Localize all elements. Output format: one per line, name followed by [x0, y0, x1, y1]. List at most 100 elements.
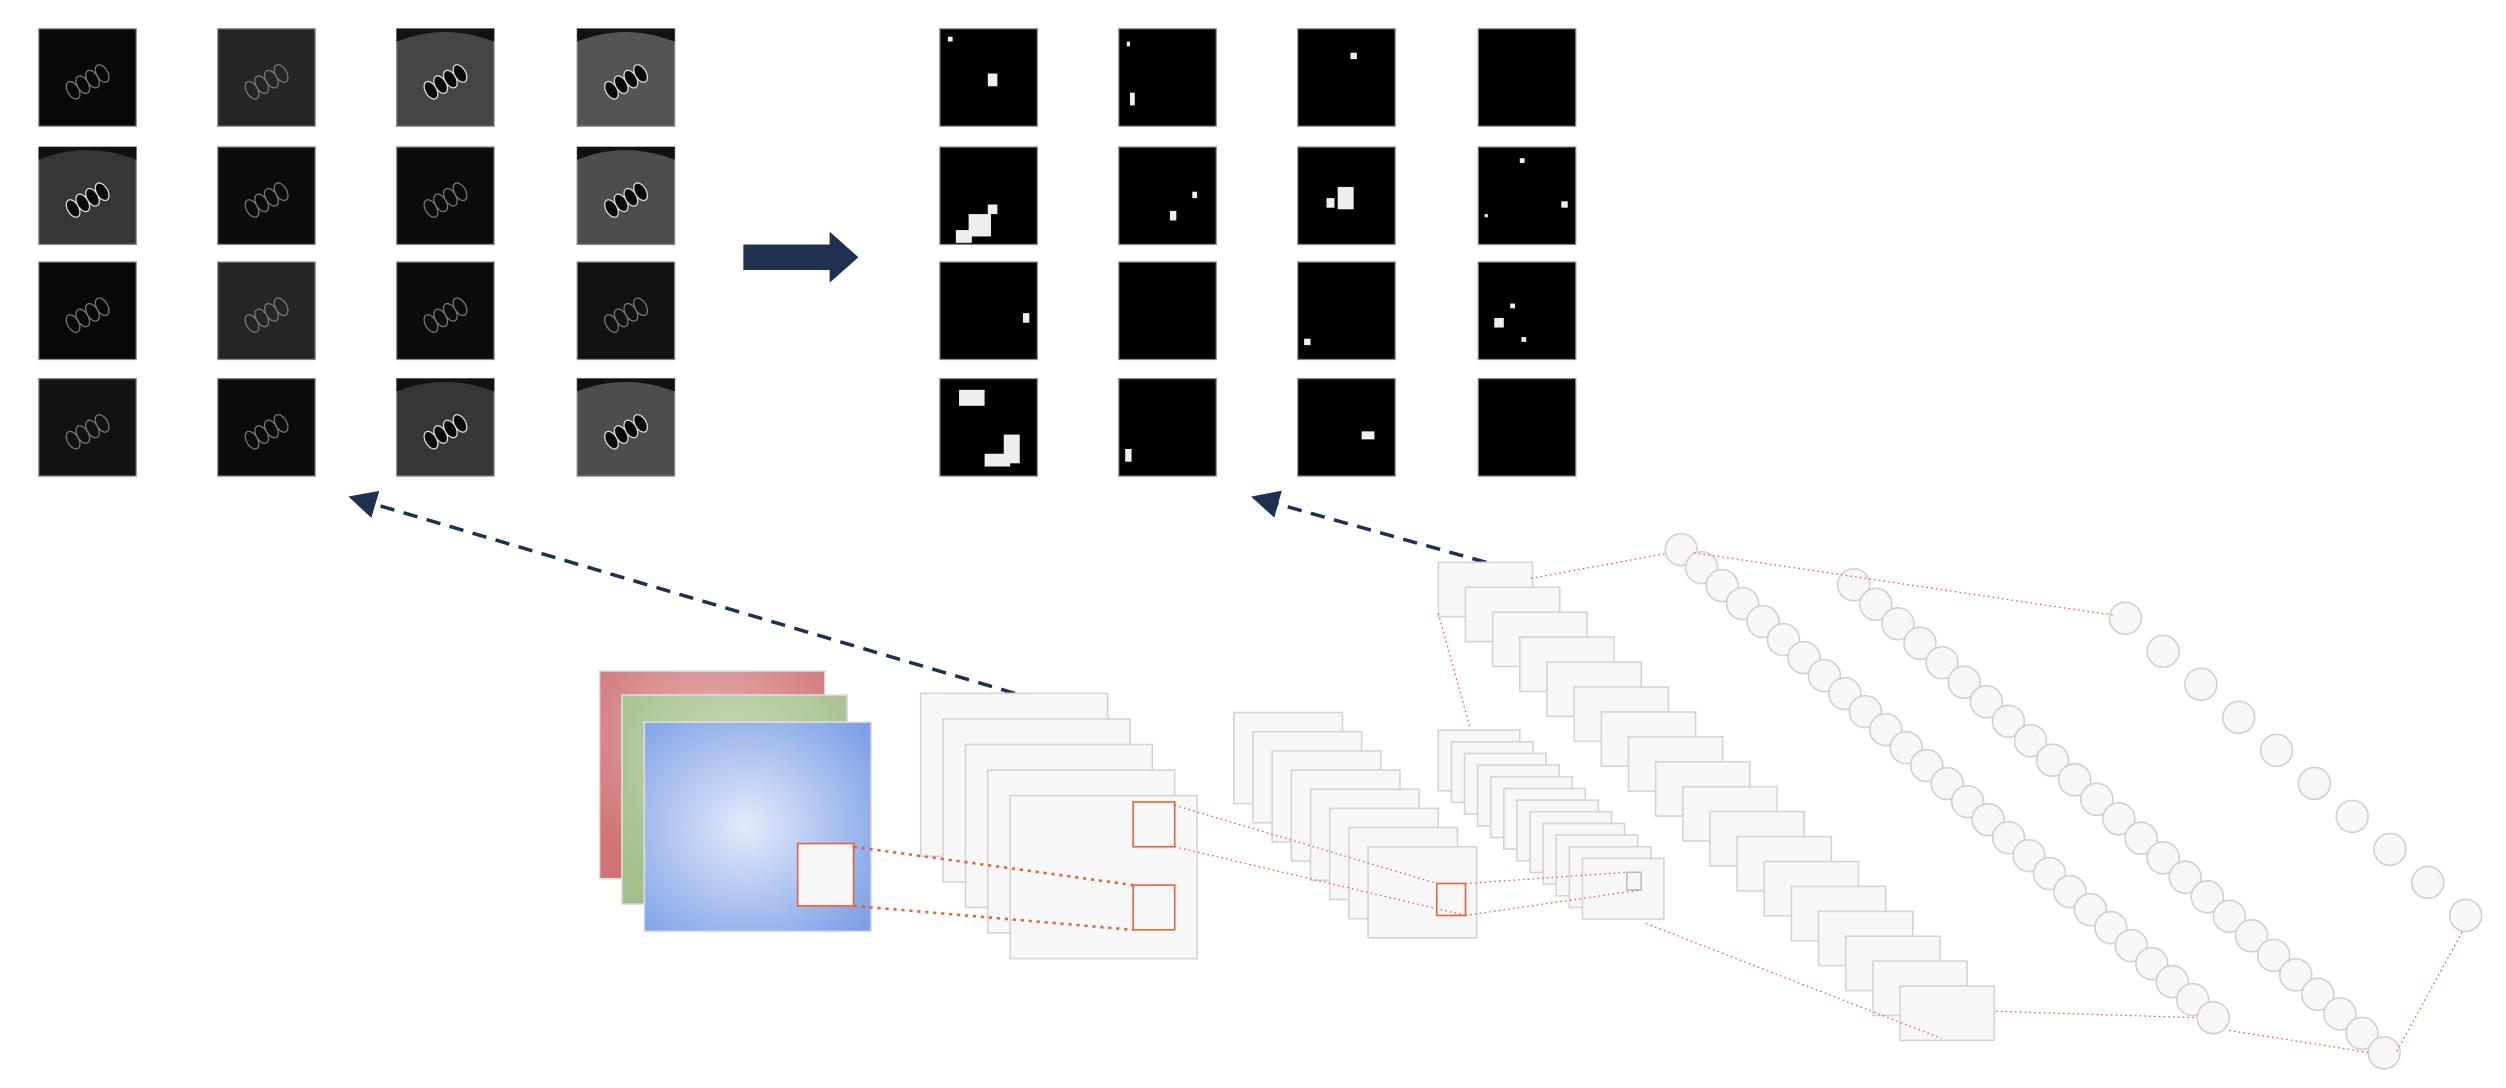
feature-map-tile	[1297, 378, 1396, 477]
feature-map-tile	[576, 261, 676, 361]
neuron	[2448, 898, 2483, 933]
neuron	[2221, 700, 2256, 735]
neuron	[2102, 802, 2136, 836]
fish-shape	[604, 64, 649, 100]
fish-shape	[65, 182, 110, 218]
fish-stripe	[273, 182, 289, 202]
neuron	[2373, 832, 2407, 867]
fish-shape	[65, 64, 110, 100]
feature-map-tile	[1297, 146, 1396, 246]
fish-shape	[244, 297, 289, 333]
fish-shape	[423, 297, 468, 333]
fish-stripe	[273, 297, 289, 317]
neuron	[2146, 634, 2180, 669]
network-layers	[598, 532, 2483, 1070]
neuron	[1903, 626, 1937, 661]
output-layer	[2108, 601, 2483, 933]
fish-shape	[604, 413, 649, 450]
fish-stripe	[633, 182, 649, 202]
neuron	[2335, 799, 2369, 834]
feature-map-background	[1297, 28, 1396, 127]
activation-spot	[959, 389, 985, 406]
connector-line	[1995, 1010, 2198, 1019]
neuron	[2234, 919, 2269, 953]
activation-spot	[947, 36, 953, 42]
fish-stripe	[633, 413, 649, 433]
neuron	[2146, 841, 2180, 875]
dashed-pointer-conv1	[348, 490, 1016, 696]
feature-map-arc	[396, 28, 495, 42]
feature-map-background	[576, 261, 676, 361]
neuron	[2301, 977, 2335, 1012]
dense-layer-1	[1664, 532, 2230, 1035]
neuron	[2345, 1016, 2379, 1051]
activation-spot	[1510, 303, 1516, 309]
feature-map-background	[1477, 28, 1577, 127]
fish-stripe	[94, 182, 110, 202]
neuron	[2297, 766, 2332, 801]
neuron	[2323, 997, 2357, 1031]
feature-map-tile	[1118, 146, 1217, 246]
feature-map-background	[1297, 261, 1396, 361]
neuron	[2259, 733, 2294, 768]
feature-map-background	[939, 261, 1038, 361]
feature-map-tile	[1297, 261, 1396, 361]
neuron	[1925, 645, 1959, 680]
neuron	[2013, 724, 2048, 758]
feature-map-tile	[217, 28, 316, 127]
activation-spot	[1337, 186, 1354, 210]
feature-map-tile	[396, 378, 495, 477]
neuron	[2256, 938, 2291, 973]
activation-spot	[1192, 191, 1198, 199]
conv3-layer	[1437, 561, 1996, 1042]
neuron	[2108, 601, 2143, 636]
feature-map-background	[1477, 146, 1577, 246]
connector-line	[1693, 552, 2113, 616]
feature-map-tile	[1477, 378, 1577, 477]
feature-map-tile	[1477, 261, 1577, 361]
receptive-field-pool2	[1626, 871, 1643, 891]
connector-line	[853, 904, 1134, 932]
feature-map-tile	[396, 261, 495, 361]
feature-map-tile	[217, 378, 316, 477]
feature-map-background	[217, 261, 316, 361]
fish-stripe	[94, 413, 110, 433]
feature-map-tile	[38, 146, 137, 246]
activation-spot	[1022, 313, 1030, 323]
activation-spot	[1326, 198, 1335, 208]
activation-spot	[1125, 448, 1132, 462]
neuron	[2168, 860, 2203, 895]
neuron	[1947, 665, 1981, 700]
activation-spot	[1126, 41, 1130, 47]
feature-map-background	[217, 378, 316, 477]
fish-shape	[604, 182, 649, 218]
connector-line	[1465, 889, 1642, 917]
fish-stripe	[273, 413, 289, 433]
fish-shape	[604, 297, 649, 333]
fish-stripe	[273, 64, 289, 83]
neuron	[2367, 1036, 2401, 1070]
receptive-field-conv2	[1435, 882, 1467, 917]
feature-map-tile	[396, 146, 495, 246]
feature-plane	[1899, 985, 1996, 1042]
neuron	[2184, 667, 2218, 702]
connector-line	[1174, 846, 1466, 917]
fish-stripe	[452, 182, 468, 202]
feature-map-background	[1477, 378, 1577, 477]
conv2-layer	[1233, 711, 1478, 939]
activation-spot	[1561, 201, 1568, 208]
neuron	[2190, 880, 2225, 914]
pool2-layer	[1437, 729, 1665, 920]
activation-spot	[1304, 338, 1311, 346]
neuron	[2057, 763, 2092, 797]
feature-map-tile	[576, 378, 676, 477]
feature-map-background	[1297, 378, 1396, 477]
feature-map-tile	[217, 261, 316, 361]
neuron	[2124, 821, 2158, 856]
fish-shape	[423, 413, 468, 450]
neuron	[2278, 958, 2313, 992]
activation-spot	[987, 73, 998, 87]
connector-line	[2229, 1029, 2372, 1054]
feature-plane	[1581, 857, 1665, 920]
activation-spot	[1484, 214, 1488, 218]
